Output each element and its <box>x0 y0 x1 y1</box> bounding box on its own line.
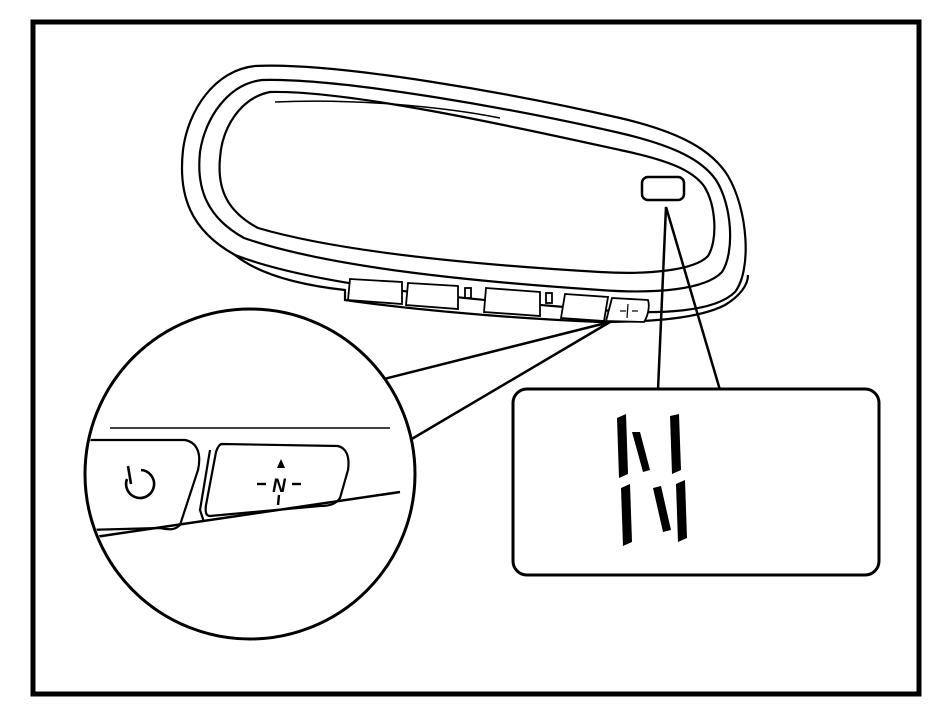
mirror-housing-bezel <box>198 78 732 293</box>
mirror-button-4[interactable] <box>559 293 610 322</box>
rearview-mirror <box>180 64 750 324</box>
compass-button[interactable] <box>204 442 350 518</box>
callout-to-display-detail <box>656 206 722 391</box>
callout-to-button-detail <box>379 320 611 442</box>
mirror-bottom-strip <box>234 254 750 324</box>
display-box <box>511 387 881 577</box>
mirror-button-1[interactable] <box>347 278 403 305</box>
mirror-display-window <box>640 175 686 202</box>
button-detail-magnifier: N <box>83 307 417 641</box>
power-icon <box>124 465 156 500</box>
mirror-compass-glyph <box>620 303 638 319</box>
display-detail: N <box>511 387 881 577</box>
segmented-display-reading <box>617 414 687 546</box>
power-button[interactable] <box>85 438 201 532</box>
mirror-indicator-2 <box>545 292 553 304</box>
mirror-indicator-1 <box>464 287 472 299</box>
compass-icon <box>257 459 301 506</box>
compass-button-edge <box>198 449 212 523</box>
compass-button-label: N <box>272 476 287 497</box>
mirror-button-2[interactable] <box>405 282 459 310</box>
mirror-button-3[interactable] <box>483 287 541 317</box>
mirror-button-row <box>347 278 650 323</box>
mirror-highlight <box>274 100 501 119</box>
callout-lines <box>379 206 722 442</box>
mirror-housing-outer <box>180 64 747 314</box>
